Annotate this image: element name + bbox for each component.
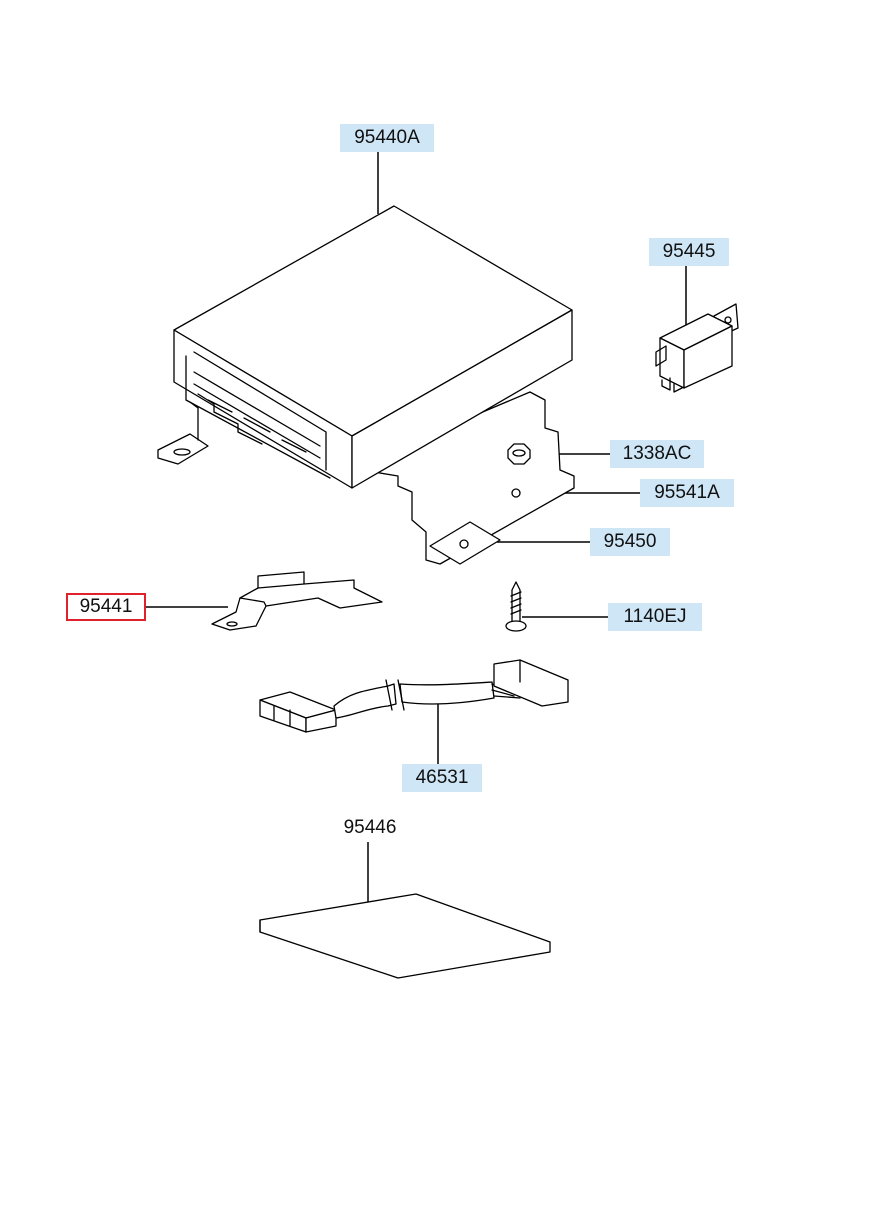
callout-95441[interactable]: 95441 [66,593,146,621]
wiring-harness-46531 [259,659,569,733]
relay-side [683,325,733,389]
callout-46531[interactable]: 46531 [402,764,482,792]
bracket-95441 [211,571,383,631]
screw-1140EJ [505,581,527,632]
callout-95445[interactable]: 95445 [649,238,729,266]
callout-95541A[interactable]: 95541A [640,479,734,507]
module-right-face [351,309,573,489]
bracket-hole [511,488,521,498]
sheet-95446 [259,893,551,979]
bracket-tab-hole [459,539,469,549]
callout-1338AC[interactable]: 1338AC [610,440,704,468]
relay-95445 [655,303,739,393]
harness-cable-a [333,683,397,719]
harness-cable-b [399,681,495,705]
control-module-95440A [157,205,573,489]
nut-1338AC [507,443,531,465]
harness-connector-right [493,659,569,707]
harness-connector-left-side [305,709,337,733]
callout-95446[interactable]: 95446 [343,817,397,838]
callout-95440A[interactable]: 95440A [340,124,434,152]
callout-95450[interactable]: 95450 [590,528,670,556]
mounting-bracket-95541A [349,391,575,565]
callout-1140EJ[interactable]: 1140EJ [608,603,702,631]
bracket-tab [429,521,501,565]
